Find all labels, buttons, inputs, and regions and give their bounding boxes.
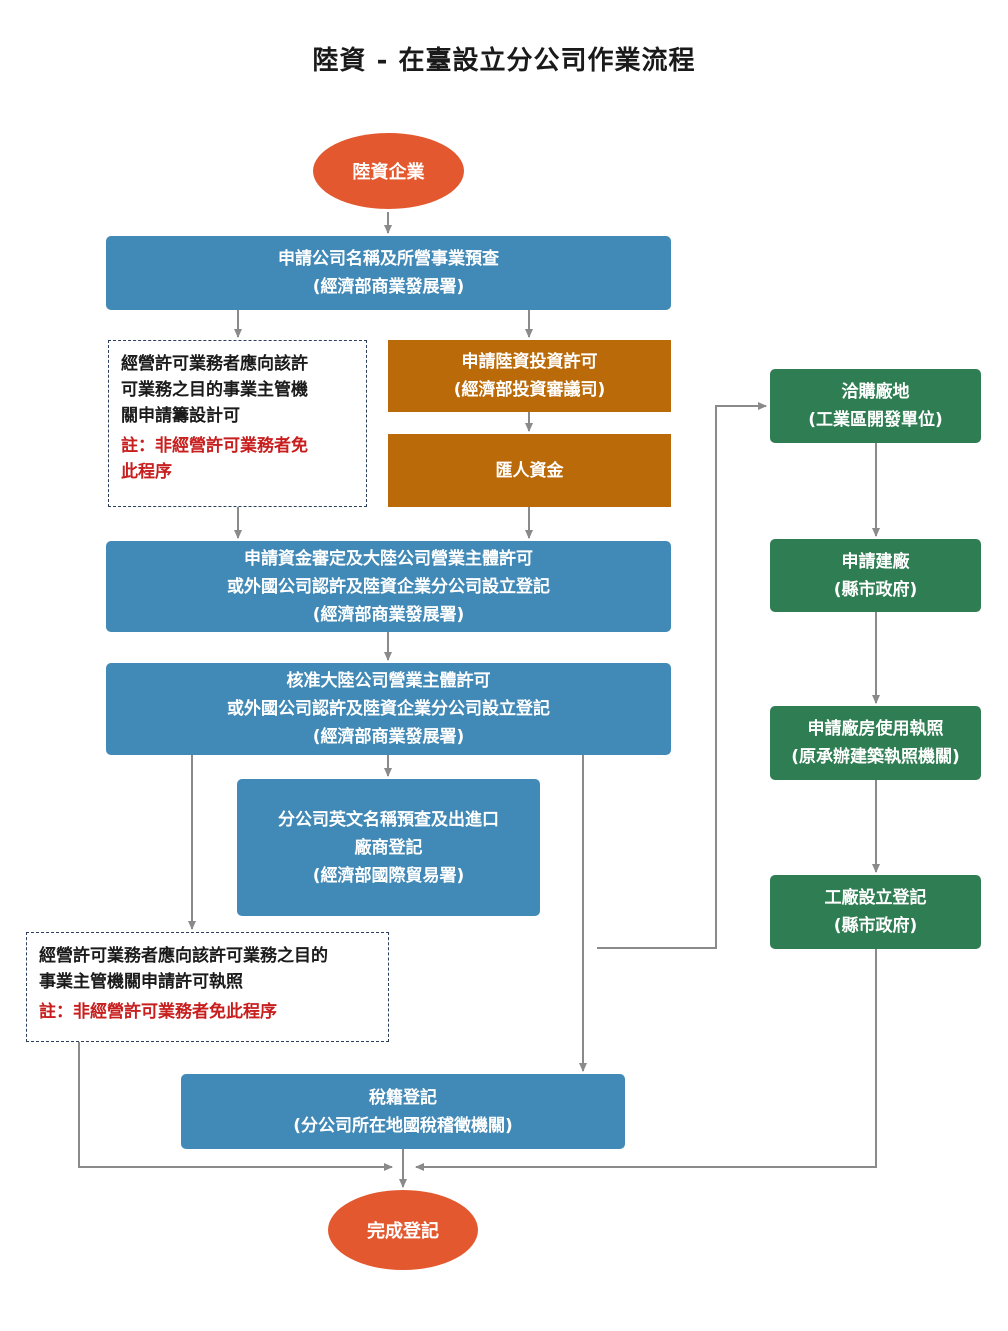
arrow-to-factory-land [597, 402, 767, 949]
build-factory-line-1: 申請建廠 [841, 551, 910, 572]
approval-box: 核准大陸公司營業主體許可 或外國公司認許及陸資企業分公司設立登記 (經濟部商業發… [106, 663, 671, 755]
start-node: 陸資企業 [313, 133, 464, 209]
invest-permit-box: 申請陸資投資許可 (經濟部投資審議司) [388, 340, 671, 412]
factory-registration-line-2: (縣市政府) [833, 916, 918, 936]
note2-line-2: 事業主管機關申請許可執照 [39, 972, 243, 992]
name-precheck-line-1: 申請公司名稱及所營事業預查 [278, 249, 499, 269]
note1-line-1: 經營許可業務者應向該許 [121, 354, 308, 374]
approval-line-2: 或外國公司認許及陸資企業分公司設立登記 [227, 699, 550, 719]
name-precheck-box: 申請公司名稱及所營事業預查 (經濟部商業發展署) [106, 236, 671, 310]
capital-review-line-1: 申請資金審定及大陸公司營業主體許可 [244, 548, 533, 569]
build-factory-box: 申請建廠 (縣市政府) [770, 539, 981, 612]
factory-registration-box: 工廠設立登記 (縣市政府) [770, 875, 981, 949]
arrow-note2-to-end [78, 1042, 393, 1171]
note1-line-3: 關申請籌設計可 [121, 406, 240, 426]
note1-line-2: 可業務之目的事業主管機 [121, 380, 308, 400]
factory-registration-line-1: 工廠設立登記 [824, 888, 927, 908]
english-name-line-2: 廠商登記 [354, 837, 423, 858]
note2-line-1: 經營許可業務者應向該許可業務之目的 [39, 946, 328, 966]
usage-license-line-1: 申請廠房使用執照 [807, 719, 944, 739]
permit-note-2: 經營許可業務者應向該許可業務之目的 事業主管機關申請許可執照 註：非經營許可業務… [26, 932, 389, 1042]
remit-funds-box: 匯人資金 [388, 434, 671, 507]
approval-line-3: (經濟部商業發展署) [312, 727, 465, 747]
capital-review-line-3: (經濟部商業發展署) [312, 604, 465, 625]
page-title: 陸資 - 在臺設立分公司作業流程 [312, 46, 696, 76]
english-name-box: 分公司英文名稱預查及出進口 廠商登記 (經濟部國際貿易署) [237, 779, 540, 916]
note1-remark-2: 此程序 [121, 462, 172, 482]
invest-permit-line-2: (經濟部投資審議司) [453, 380, 606, 400]
note2-remark-1: 註：非經營許可業務者免此程序 [39, 1002, 277, 1022]
factory-land-box: 洽購廠地 (工業區開發單位) [770, 369, 981, 443]
tax-registration-line-2: (分公司所在地國稅稽徵機關) [293, 1115, 513, 1136]
approval-line-1: 核准大陸公司營業主體許可 [286, 671, 491, 691]
invest-permit-line-1: 申請陸資投資許可 [461, 352, 598, 372]
usage-license-line-2: (原承辦建築執照機關) [791, 747, 960, 767]
arrow-factory-reg-to-end [415, 949, 877, 1171]
note1-remark-1: 註：非經營許可業務者免 [121, 436, 308, 456]
factory-land-line-1: 洽購廠地 [841, 382, 910, 402]
permit-note-1: 經營許可業務者應向該許 可業務之目的事業主管機 關申請籌設計可 註：非經營許可業… [108, 340, 367, 507]
english-name-line-3: (經濟部國際貿易署) [312, 865, 465, 886]
factory-land-line-2: (工業區開發單位) [808, 410, 943, 430]
build-factory-line-2: (縣市政府) [833, 579, 918, 600]
capital-review-box: 申請資金審定及大陸公司營業主體許可 或外國公司認許及陸資企業分公司設立登記 (經… [106, 541, 671, 632]
capital-review-line-2: 或外國公司認許及陸資企業分公司設立登記 [227, 576, 550, 597]
end-node: 完成登記 [328, 1190, 478, 1270]
tax-registration-box: 稅籍登記 (分公司所在地國稅稽徵機關) [181, 1074, 625, 1149]
usage-license-box: 申請廠房使用執照 (原承辦建築執照機關) [770, 706, 981, 780]
name-precheck-line-2: (經濟部商業發展署) [312, 277, 465, 297]
english-name-line-1: 分公司英文名稱預查及出進口 [278, 809, 499, 830]
tax-registration-line-1: 稅籍登記 [369, 1087, 437, 1108]
